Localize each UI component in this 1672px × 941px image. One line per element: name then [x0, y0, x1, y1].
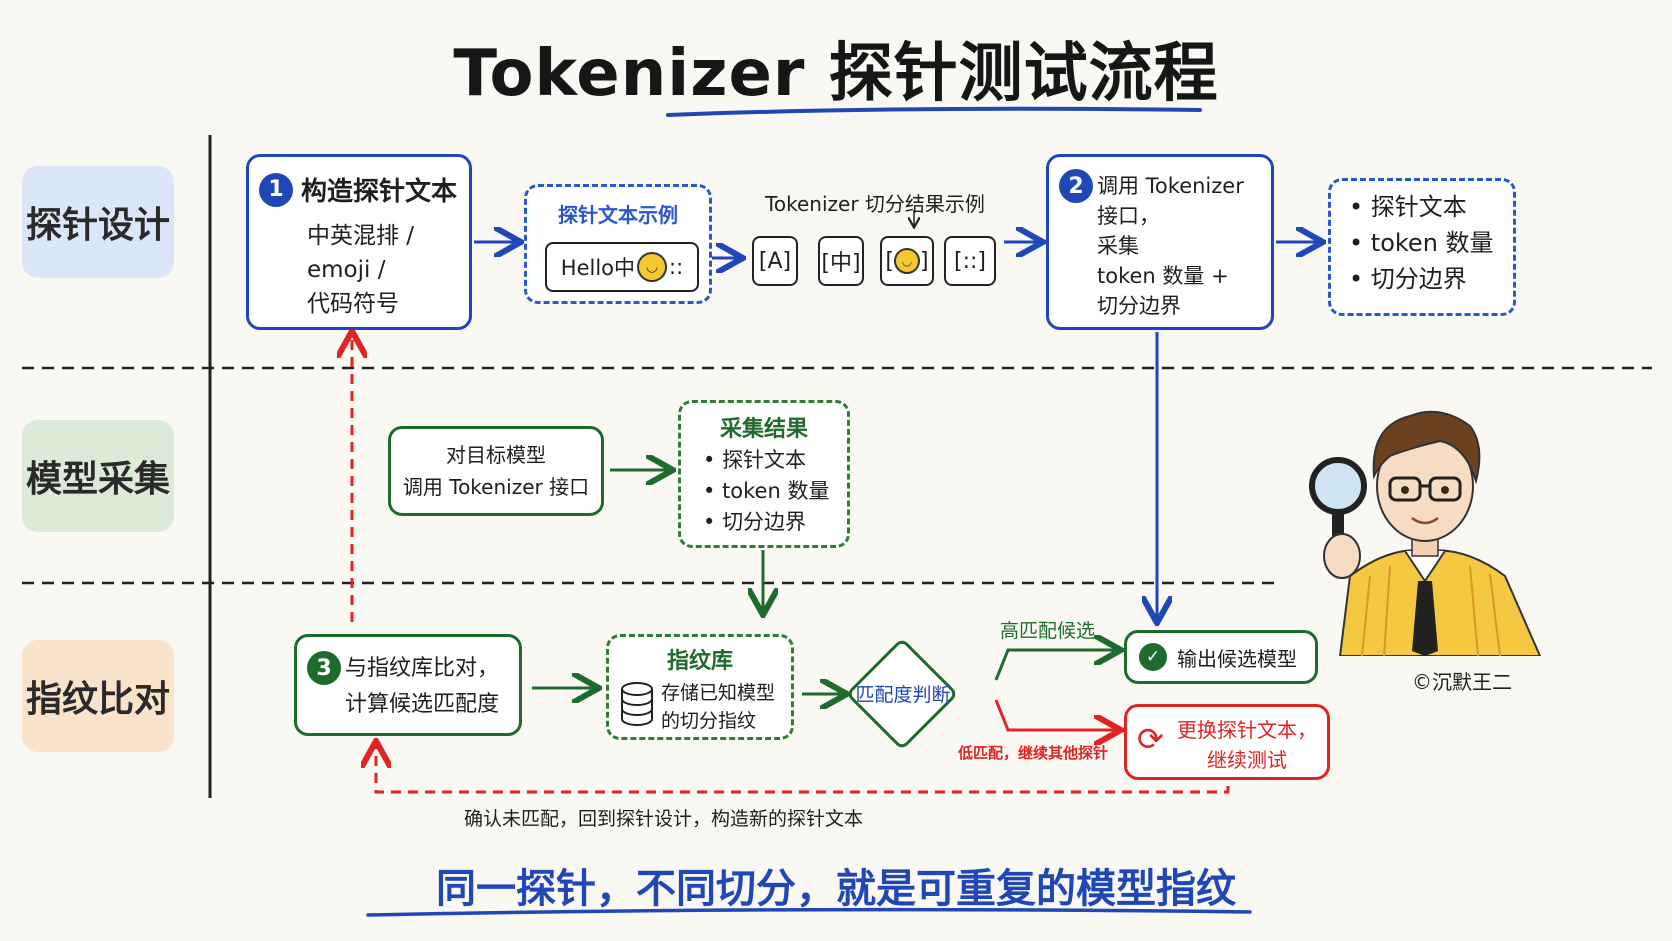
loop-retry-to-step3: [376, 744, 1230, 794]
call-line: 调用 Tokenizer 接口: [402, 475, 590, 499]
step1-line: 代码符号: [307, 291, 399, 317]
probe-example-label: 探针文本示例: [558, 203, 678, 227]
collect-item: • token 数量: [703, 479, 830, 503]
person-with-magnifier-illustration: [1309, 410, 1542, 656]
title-underline: [666, 106, 1202, 117]
output-field-item: • 探针文本: [1349, 193, 1467, 221]
token-emoji-close: ]: [920, 248, 929, 274]
collect-results-title: 采集结果: [719, 417, 808, 442]
fingerprint-db-box: 指纹库 存储已知模型 的切分指纹: [606, 634, 794, 740]
token-a: [A]: [752, 236, 798, 286]
retry-box: ⟳ 更换探针文本， 继续测试: [1124, 704, 1330, 780]
step2-line: 调用 Tokenizer: [1097, 174, 1244, 198]
probe-example-box: 探针文本示例 Hello中 ◡ ::: [524, 184, 712, 304]
token-colons: [::]: [944, 236, 996, 286]
low-match-label: 低匹配，继续其他探针: [958, 744, 1109, 762]
step1-box: 1 构造探针文本 中英混排 / emoji / 代码符号: [246, 154, 472, 330]
refresh-icon: ⟳: [1137, 720, 1164, 758]
probe-example-tail: ::: [669, 255, 684, 279]
step2-line: 接口，: [1097, 204, 1160, 228]
token-emoji-open: [: [885, 248, 894, 274]
retry-line: 继续测试: [1207, 748, 1287, 772]
step3-box: 3 与指纹库比对， 计算候选匹配度: [294, 634, 522, 736]
footer-tagline: 同一探针，不同切分，就是可重复的模型指纹: [436, 866, 1236, 912]
step2-line: 采集: [1097, 234, 1139, 258]
output-field-item: • 切分边界: [1349, 265, 1467, 293]
step2-line: 切分边界: [1097, 294, 1181, 318]
high-match-label: 高匹配候选: [1000, 620, 1096, 642]
token-zhong: [中]: [818, 236, 864, 286]
check-icon: ✓: [1139, 643, 1167, 671]
step1-title: 构造探针文本: [301, 177, 458, 207]
step2-box: 2 调用 Tokenizer 接口， 采集 token 数量 + 切分边界: [1046, 154, 1274, 330]
loop-note: 确认未匹配，回到探针设计，构造新的探针文本: [464, 808, 864, 830]
output-field-item: • token 数量: [1349, 229, 1494, 257]
collect-results-box: 采集结果 • 探针文本 • token 数量 • 切分边界: [678, 400, 850, 548]
step1-number: 1: [259, 172, 293, 207]
call-line: 对目标模型: [446, 443, 546, 467]
token-emoji: [ ◡ ]: [880, 236, 934, 286]
step3-line: 与指纹库比对，: [345, 656, 500, 681]
step2-number: 2: [1059, 169, 1093, 203]
fingerprint-line: 存储已知模型: [661, 682, 776, 704]
smiley-emoji-icon: ◡: [894, 248, 920, 274]
collect-item: • 探针文本: [703, 448, 807, 472]
fingerprint-line: 的切分指纹: [661, 710, 757, 732]
arrow-decision-low: [994, 699, 1118, 730]
database-icon: [621, 682, 653, 726]
call-tokenizer-box: 对目标模型 调用 Tokenizer 接口: [388, 426, 604, 516]
decision-label: 匹配度判断: [855, 684, 951, 706]
page-title: Tokenizer 探针测试流程: [453, 37, 1219, 111]
collect-item: • 切分边界: [703, 510, 807, 534]
step1-line: emoji /: [307, 257, 386, 283]
step3-number: 3: [307, 651, 341, 685]
output-fields-box: • 探针文本 • token 数量 • 切分边界: [1328, 178, 1516, 316]
output-model-label: 输出候选模型: [1177, 646, 1297, 671]
output-model-box: ✓ 输出候选模型: [1124, 630, 1318, 684]
probe-example-text-box: Hello中 ◡ ::: [545, 242, 699, 292]
probe-example-text: Hello中: [560, 256, 636, 280]
signature: ©沉默王二: [1412, 670, 1512, 694]
step3-line: 计算候选匹配度: [345, 692, 500, 717]
step1-line: 中英混排 /: [307, 223, 415, 249]
token-result-label: Tokenizer 切分结果示例: [765, 192, 985, 216]
fingerprint-db-title: 指纹库: [666, 649, 733, 674]
footer-underline: [366, 907, 1252, 917]
lane-label-model-collect: 模型采集: [22, 420, 174, 532]
lane-label-probe-design: 探针设计: [22, 166, 174, 278]
step2-line: token 数量 +: [1097, 264, 1229, 288]
smiley-emoji-icon: ◡: [637, 252, 668, 282]
retry-line: 更换探针文本，: [1177, 718, 1317, 742]
arrow-decision-high: [994, 650, 1118, 681]
lane-label-fingerprint-compare: 指纹比对: [22, 640, 174, 752]
